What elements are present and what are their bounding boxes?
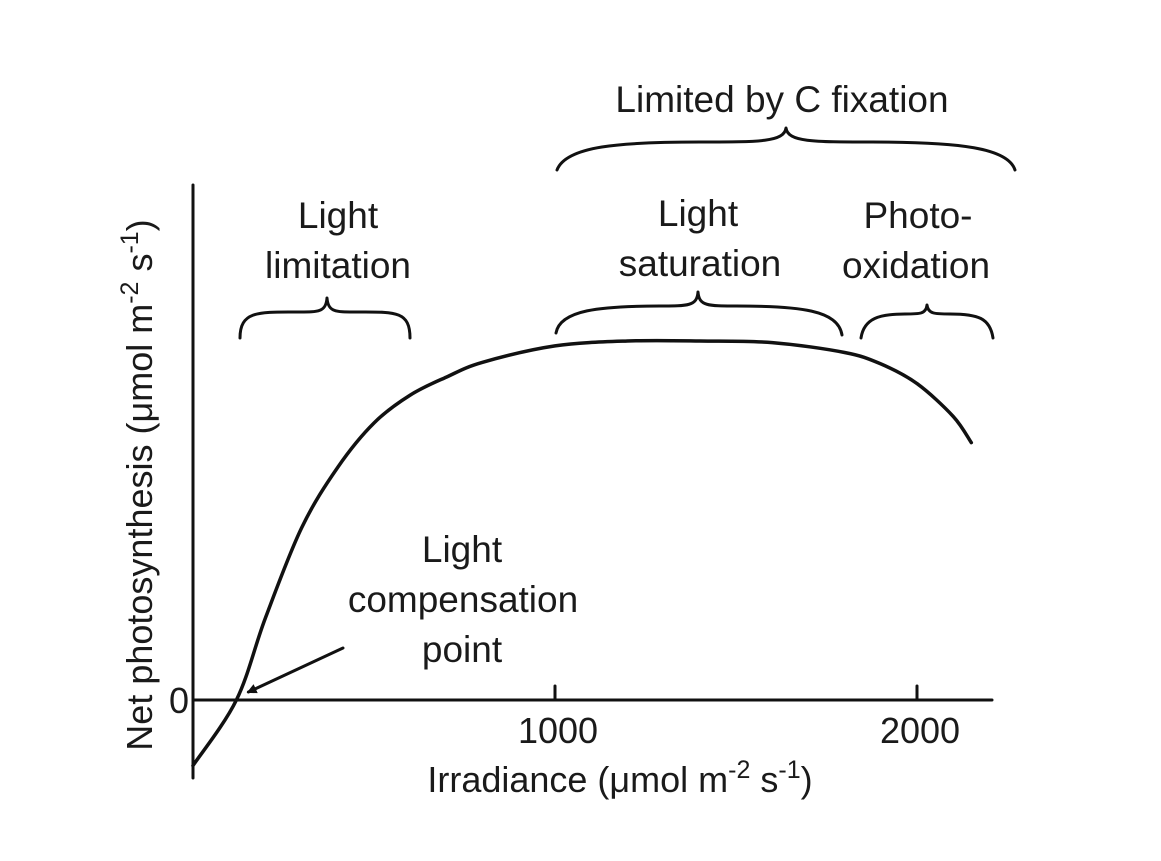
- brace-light-limitation: [238, 296, 412, 340]
- compensation-point-arrow: [246, 646, 345, 694]
- brace-photo-oxidation: [859, 303, 995, 340]
- annotation-light-compensation-line1: Light: [422, 529, 503, 570]
- region-label-photo-oxidation-line2: oxidation: [842, 245, 990, 286]
- region-label-limited-by-c-fixation: Limited by C fixation: [615, 79, 948, 120]
- region-label-light-limitation-line2: limitation: [265, 245, 411, 286]
- region-label-light-limitation-line1: Light: [298, 195, 379, 236]
- x-tick-label: 2000: [880, 710, 960, 751]
- annotation-light-compensation-line3: point: [422, 629, 503, 670]
- brace-light-saturation: [554, 290, 844, 337]
- y-axis-title: Net photosynthesis (μmol m-2 s-1): [116, 219, 160, 750]
- x-axis-title: Irradiance (μmol m-2 s-1): [427, 756, 812, 800]
- region-label-photo-oxidation-line1: Photo-: [863, 195, 972, 236]
- region-label-light-saturation-line2: saturation: [619, 243, 782, 284]
- series-line: [191, 338, 974, 768]
- region-label-light-saturation-line1: Light: [658, 193, 739, 234]
- x-tick-label: 1000: [518, 710, 598, 751]
- y-tick-label: 0: [169, 680, 189, 721]
- brace-limited-by-c-fixation: [555, 126, 1017, 172]
- annotation-light-compensation-line2: compensation: [348, 579, 578, 620]
